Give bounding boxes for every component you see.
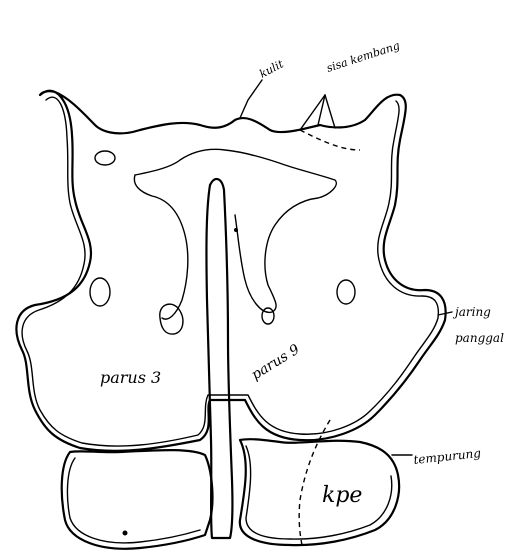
hole-upper-left (95, 151, 115, 165)
leader-kulit (240, 80, 262, 118)
dashed-divider-upper (300, 130, 360, 150)
outer-outline (16, 91, 445, 451)
label-kulit: kulit (257, 57, 286, 81)
label-sisa-kembang: sisa kembang (325, 39, 401, 75)
label-parus-mid: parus 9 (249, 341, 303, 383)
upper-inner-cavity-left (134, 175, 187, 319)
lower-bulb-outline-inner (67, 458, 200, 543)
label-parus-left: parus 3 (100, 368, 161, 387)
label-jaring: jaring (452, 305, 491, 319)
label-tempurung: tempurung (413, 446, 482, 467)
hole-center-right (262, 308, 274, 324)
dot-upper (234, 228, 238, 232)
lower-right-bulb-outline (240, 439, 399, 545)
label-panggal: panggal (455, 331, 504, 345)
leader-sisa-kembang-3 (325, 95, 335, 128)
label-kpe: kpe (322, 483, 362, 508)
hole-left-mid (90, 278, 110, 306)
outer-outline-inner (22, 97, 438, 446)
central-channel (206, 179, 232, 538)
dot-lower-left (123, 531, 128, 536)
lower-right-bulb-inner (246, 446, 392, 539)
hole-right-mid (337, 280, 355, 304)
